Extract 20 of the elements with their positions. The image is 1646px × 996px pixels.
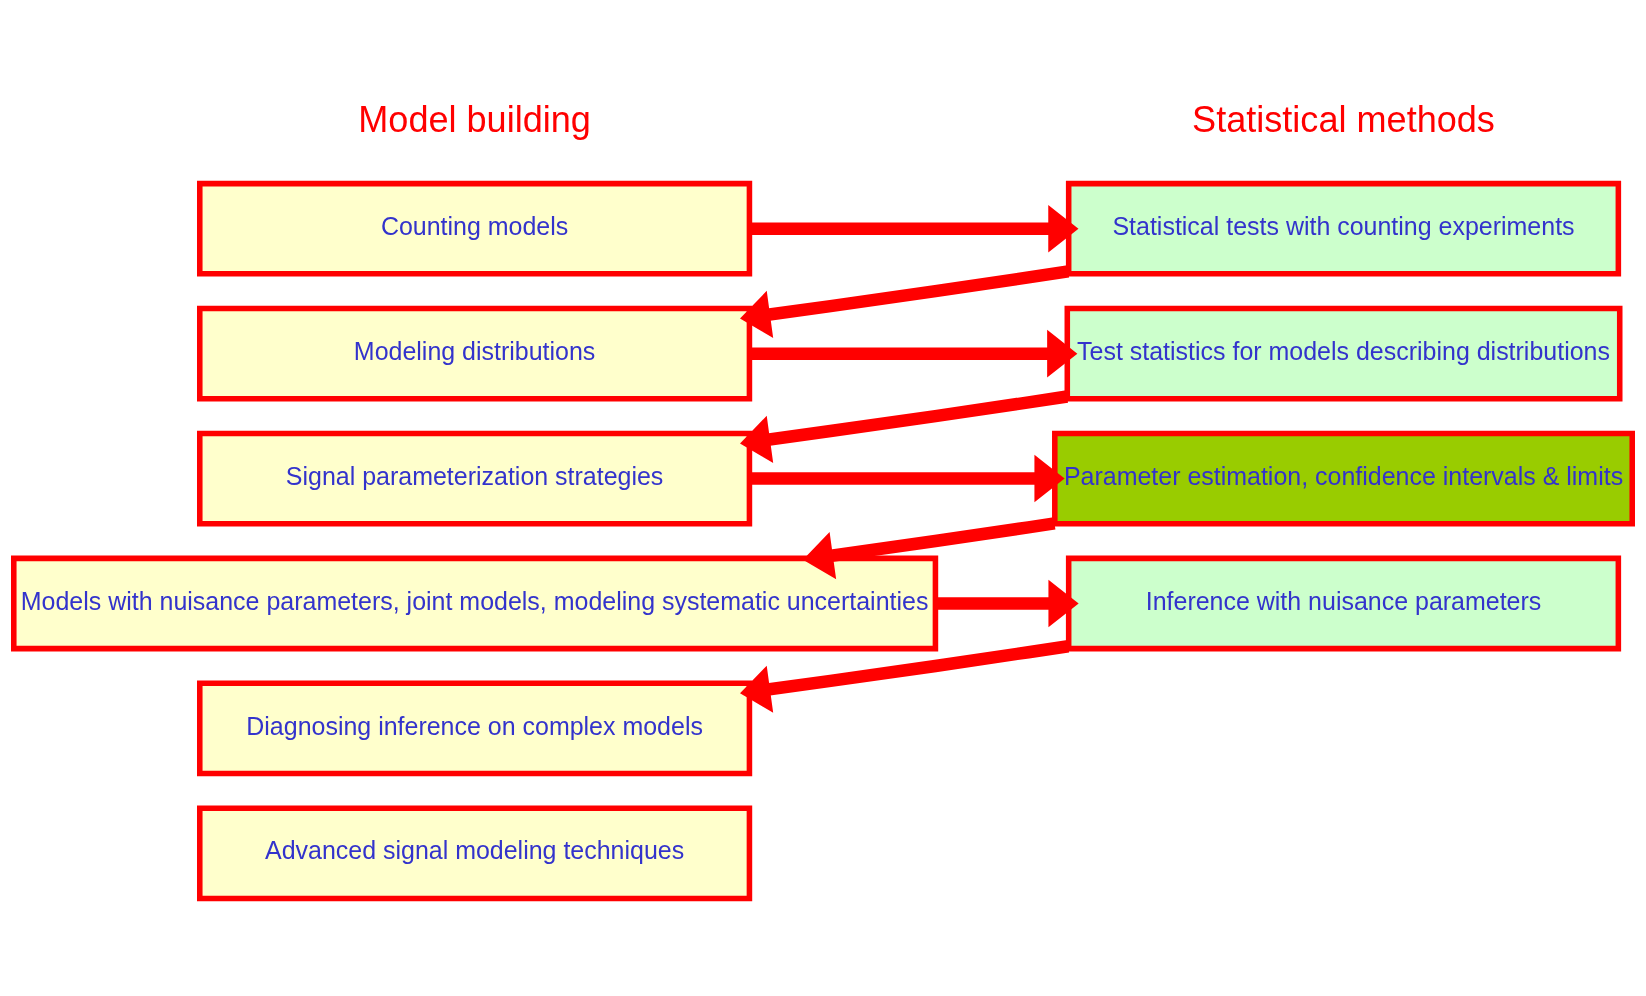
node-box: Test statistics for models describing distributions xyxy=(1064,305,1623,402)
node-box: Parameter estimation, confidence intervals & limits xyxy=(1052,430,1635,527)
arrow xyxy=(802,517,1056,580)
node-box: Advanced signal modeling techniques xyxy=(197,805,753,902)
arrow xyxy=(749,204,1079,253)
node-box: Modeling distributions xyxy=(197,305,753,402)
node-box: Inference with nuisance parameters xyxy=(1065,555,1622,652)
node-box: Statistical tests with counting experiments xyxy=(1065,180,1622,277)
arrow xyxy=(740,640,1070,713)
node-box: Diagnosing inference on complex models xyxy=(197,680,753,777)
label: Model building xyxy=(358,98,591,140)
arrow xyxy=(749,454,1065,503)
arrow xyxy=(740,390,1069,463)
node-box: Counting models xyxy=(197,180,753,277)
label: Statistical methods xyxy=(1192,98,1495,140)
arrow xyxy=(740,265,1070,338)
node-box: Signal parameterization strategies xyxy=(197,430,753,527)
arrow xyxy=(935,579,1079,628)
arrow xyxy=(749,329,1078,378)
node-box: Models with nuisance parameters, joint models, modeling systematic uncertainties xyxy=(11,555,939,652)
